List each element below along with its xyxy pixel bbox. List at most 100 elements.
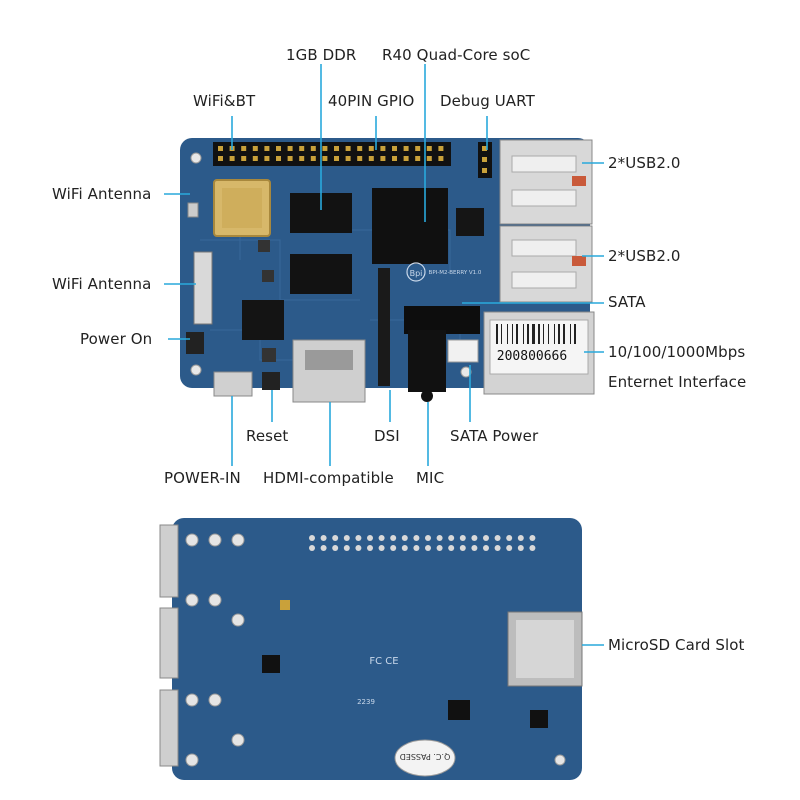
gpio-pin: [310, 146, 316, 151]
barcode-bar: [527, 324, 529, 344]
gpio-pin: [287, 146, 293, 151]
gpio-header: [213, 142, 451, 166]
back-header-hole: [413, 545, 420, 551]
label-power-in: POWER-IN: [164, 469, 241, 487]
barcode-bar: [512, 324, 513, 344]
barcode-bar: [516, 324, 518, 344]
silkscreen-model-text: BPI-M2-BERRY V1.0: [429, 270, 482, 276]
gpio-pin: [299, 156, 305, 161]
power-on-switch: [186, 332, 204, 354]
qc-sticker: [394, 739, 456, 777]
barcode-bar: [548, 324, 549, 344]
small-ic-2: [258, 240, 270, 252]
label-microsd: MicroSD Card Slot: [608, 636, 745, 654]
silkscreen-logo-circle: [406, 262, 426, 282]
gpio-pin: [334, 146, 339, 151]
gpio-pin: [218, 156, 223, 161]
back-ic-3: [530, 710, 548, 728]
back-header-hole: [401, 545, 408, 551]
ethernet-barcode: [496, 324, 576, 344]
gpio-pin: [264, 146, 270, 151]
back-header-hole: [448, 535, 455, 541]
ethernet-sticker-text: 200800666: [497, 349, 567, 364]
gpio-pin: [299, 146, 305, 151]
back-header-hole: [529, 545, 536, 551]
label-ddr: 1GB DDR: [286, 46, 357, 64]
back-header-hole: [517, 535, 524, 541]
ddr-chip-2: [290, 254, 352, 294]
back-header-hole: [355, 545, 362, 551]
barcode-bar: [501, 324, 502, 344]
gpio-pin: [357, 146, 363, 151]
back-header-hole: [436, 535, 443, 541]
back-part-1: [280, 600, 290, 610]
back-eth-edge: [159, 689, 179, 767]
label-power-on: Power On: [80, 330, 153, 348]
gpio-pin: [322, 146, 328, 151]
reset-button-part: [262, 372, 280, 390]
gpio-pin: [276, 146, 281, 151]
mic-jack: [408, 330, 446, 402]
back-usb-edge-2: [159, 607, 179, 679]
gpio-pin: [380, 156, 386, 161]
gpio-pin: [357, 156, 363, 161]
back-header-hole: [332, 545, 339, 551]
back-header-hole: [413, 535, 420, 541]
back-header-hole: [483, 545, 489, 551]
back-header-hole: [483, 535, 489, 541]
label-ethernet-interface: Enternet Interface: [608, 373, 747, 391]
back-header-hole: [367, 545, 373, 551]
back-header-hole: [378, 535, 385, 541]
label-gpio: 40PIN GPIO: [328, 92, 415, 110]
qc-stamp-text: Q.C. PASSED: [400, 752, 451, 761]
gpio-pin: [241, 146, 247, 151]
label-usb-top: 2*USB2.0: [608, 154, 681, 172]
hdmi-port: [292, 339, 366, 403]
dsi-connector: [378, 268, 390, 386]
gpio-pin: [415, 146, 421, 151]
gpio-pin: [368, 156, 374, 161]
power-in-port: [213, 371, 253, 397]
small-ic: [456, 208, 484, 236]
barcode-bar: [543, 324, 544, 344]
label-soc: R40 Quad-Core soC: [382, 46, 531, 64]
back-code-text: 2239: [357, 698, 375, 706]
gpio-pins: [218, 146, 444, 161]
back-header-hole: [425, 545, 431, 551]
back-large-holes: [185, 533, 566, 767]
usb-port-top: [499, 139, 593, 225]
back-header-hole: [390, 545, 397, 551]
back-header-hole: [378, 545, 385, 551]
barcode-bar: [523, 324, 524, 344]
back-header-hole: [343, 545, 350, 551]
sata-power-connector: [447, 339, 479, 363]
gpio-pin: [403, 146, 409, 151]
gpio-pin: [380, 146, 386, 151]
gpio-pin: [241, 156, 247, 161]
barcode-bar: [558, 324, 560, 344]
barcode-bar: [496, 324, 498, 344]
pmic-chip: [242, 300, 284, 340]
ethernet-port: [483, 311, 595, 395]
debug-uart-header: [478, 142, 492, 178]
microsd-slot: [507, 611, 583, 687]
back-header-hole: [506, 545, 513, 551]
back-header-hole: [506, 535, 513, 541]
barcode-bar: [507, 324, 508, 344]
label-wifi-bt: WiFi&BT: [193, 92, 256, 110]
board-top-view: [180, 138, 595, 403]
gpio-pin: [403, 156, 409, 161]
label-hdmi: HDMI-compatible: [263, 469, 394, 487]
barcode-bar: [574, 324, 576, 344]
back-header-hole: [471, 545, 478, 551]
barcode-bar: [554, 324, 555, 344]
board-back-view: [159, 518, 583, 780]
gpio-pin: [392, 146, 397, 151]
gpio-pin: [229, 156, 235, 161]
label-mic: MIC: [416, 469, 445, 487]
gpio-pin: [310, 156, 316, 161]
leader-lines: [164, 64, 604, 646]
back-header-hole: [309, 545, 315, 551]
back-header-hole: [343, 535, 350, 541]
